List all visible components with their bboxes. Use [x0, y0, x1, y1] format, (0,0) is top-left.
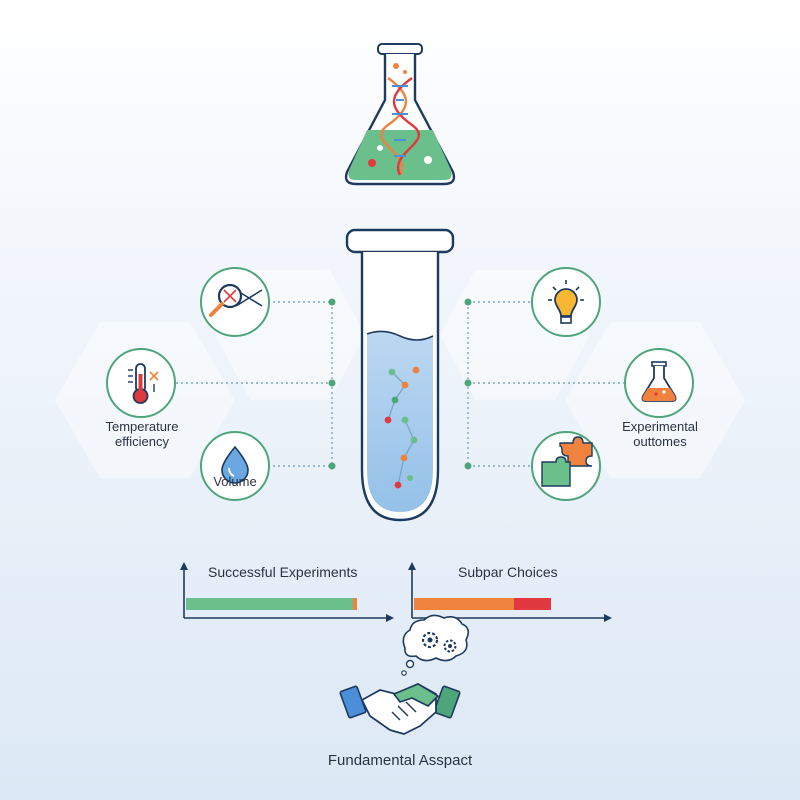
left-connector-dots	[328, 298, 336, 470]
subpar-choices-title: Subpar Choices	[458, 564, 558, 580]
temperature-label: Temperature efficiency	[90, 419, 194, 449]
volume-label: Volume	[213, 474, 257, 489]
thought-gears-icon	[401, 614, 470, 676]
temperature-label-line2: efficiency	[115, 434, 169, 449]
outcomes-label-line1: Experimental	[622, 419, 698, 434]
subpar-bar	[414, 598, 514, 610]
background-hexagons	[55, 270, 745, 478]
dna-magnifier-icon	[209, 283, 263, 317]
subpar-bar-tip	[514, 598, 551, 610]
successful-bar	[186, 598, 353, 610]
successful-bar-tip	[353, 598, 357, 610]
flask-icon	[641, 361, 677, 402]
test-tube-icon	[345, 228, 455, 522]
right-connector-dots	[464, 298, 472, 470]
successful-axes	[183, 566, 388, 619]
water-drop-icon	[221, 445, 249, 484]
dna-flask-icon	[344, 43, 456, 186]
outcomes-label-line2: outtomes	[633, 434, 687, 449]
puzzle-icon	[541, 436, 593, 487]
thermometer-icon	[128, 363, 159, 404]
successful-experiments-title: Successful Experiments	[208, 564, 358, 580]
handshake-icon	[339, 683, 461, 735]
outcomes-label: Experimental outtomes	[600, 419, 720, 449]
fundamental-aspect-label: Fundamental Asspact	[327, 752, 473, 769]
lightbulb-icon	[548, 280, 584, 324]
temperature-label-line1: Temperature	[105, 419, 179, 434]
